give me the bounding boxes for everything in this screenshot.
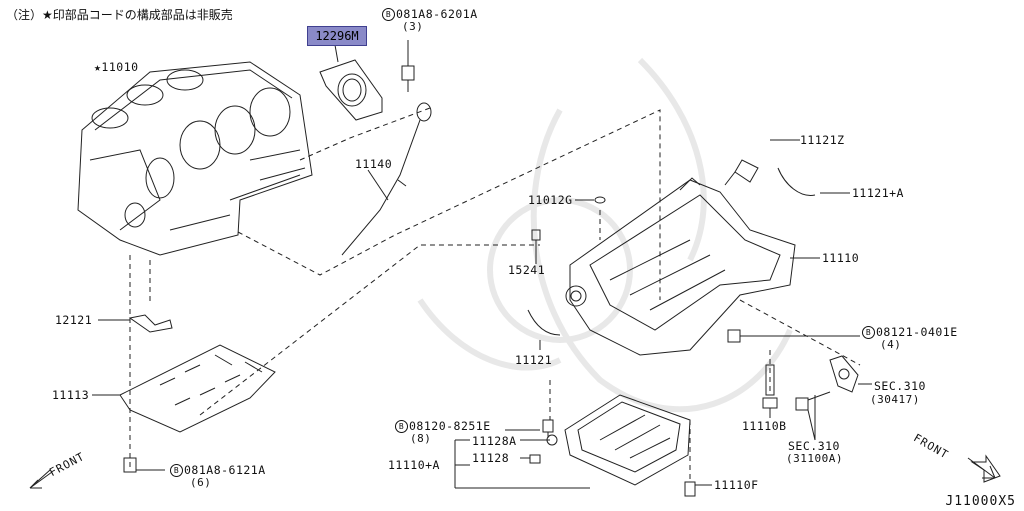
part-label-11140[interactable]: 11140 — [355, 157, 393, 171]
parts-note: （注）★印部品コードの構成部品は非販売 — [6, 8, 233, 22]
part-label-11110a[interactable]: 11110+A — [388, 458, 440, 472]
quantity-label: (8) — [410, 432, 432, 445]
sec-310-ref-a-sub: (30417) — [870, 393, 920, 406]
diagram-code: J11000X5 — [945, 494, 1016, 509]
part-label-12296m[interactable]: 12296M — [307, 26, 367, 46]
sec-310-ref-b[interactable]: SEC.310 — [788, 439, 840, 453]
bolt-pan — [542, 419, 554, 438]
engine-block — [77, 61, 313, 256]
part-number: 081A8-6201A — [396, 7, 478, 21]
oil-seal-retainer — [319, 59, 383, 121]
sec-310-ref-b-sub: (31100A) — [786, 452, 843, 465]
oil-jet — [128, 314, 173, 333]
bolt-08121 — [727, 329, 752, 343]
part-label-11128[interactable]: 11128 — [472, 451, 510, 465]
oil-level-gauge — [341, 102, 432, 256]
part-label-11110[interactable]: 11110 — [822, 251, 860, 265]
bolt-marker-icon: B — [170, 464, 183, 477]
part-label-11110f[interactable]: 11110F — [714, 478, 759, 492]
part-label-11121[interactable]: 11121 — [515, 353, 553, 367]
bolt-marker-icon: B — [862, 326, 875, 339]
sec-310-ref-a[interactable]: SEC.310 — [874, 379, 926, 393]
oil-pan-upper — [565, 177, 796, 356]
part-label-11110b[interactable]: 11110B — [742, 419, 787, 433]
part-label-11128a[interactable]: 11128A — [472, 434, 517, 448]
filter-bracket — [829, 355, 859, 393]
part-number: 081A8-6121A — [184, 463, 266, 477]
bolt-marker-icon: B — [382, 8, 395, 21]
part-label-11113[interactable]: 11113 — [52, 388, 90, 402]
front-arrow-right — [967, 454, 1001, 483]
part-label-11121a[interactable]: 11121+A — [852, 186, 904, 200]
part-label-15241[interactable]: 15241 — [508, 263, 546, 277]
quantity-label: (6) — [190, 476, 212, 489]
part-label-11010[interactable]: ★11010 — [94, 60, 139, 74]
part-label-11012g[interactable]: 11012G — [528, 193, 573, 207]
oil-pan-lower — [564, 394, 691, 486]
part-number: 08121-0401E — [876, 325, 958, 339]
part-label-11121z[interactable]: 11121Z — [800, 133, 845, 147]
bolt-marker-icon: B — [395, 420, 408, 433]
bolt-top — [401, 65, 415, 92]
quantity-label: (3) — [402, 20, 424, 33]
watermark-emblem — [417, 57, 793, 413]
quantity-label: (4) — [880, 338, 902, 351]
bolt-11110F — [684, 481, 696, 497]
part-label-12121[interactable]: 12121 — [55, 313, 93, 327]
baffle-plate — [119, 344, 276, 433]
part-number: 08120-8251E — [409, 419, 491, 433]
bolt-block-lower — [123, 457, 137, 473]
front-arrow-left — [29, 469, 53, 489]
drain-plug — [795, 391, 831, 411]
